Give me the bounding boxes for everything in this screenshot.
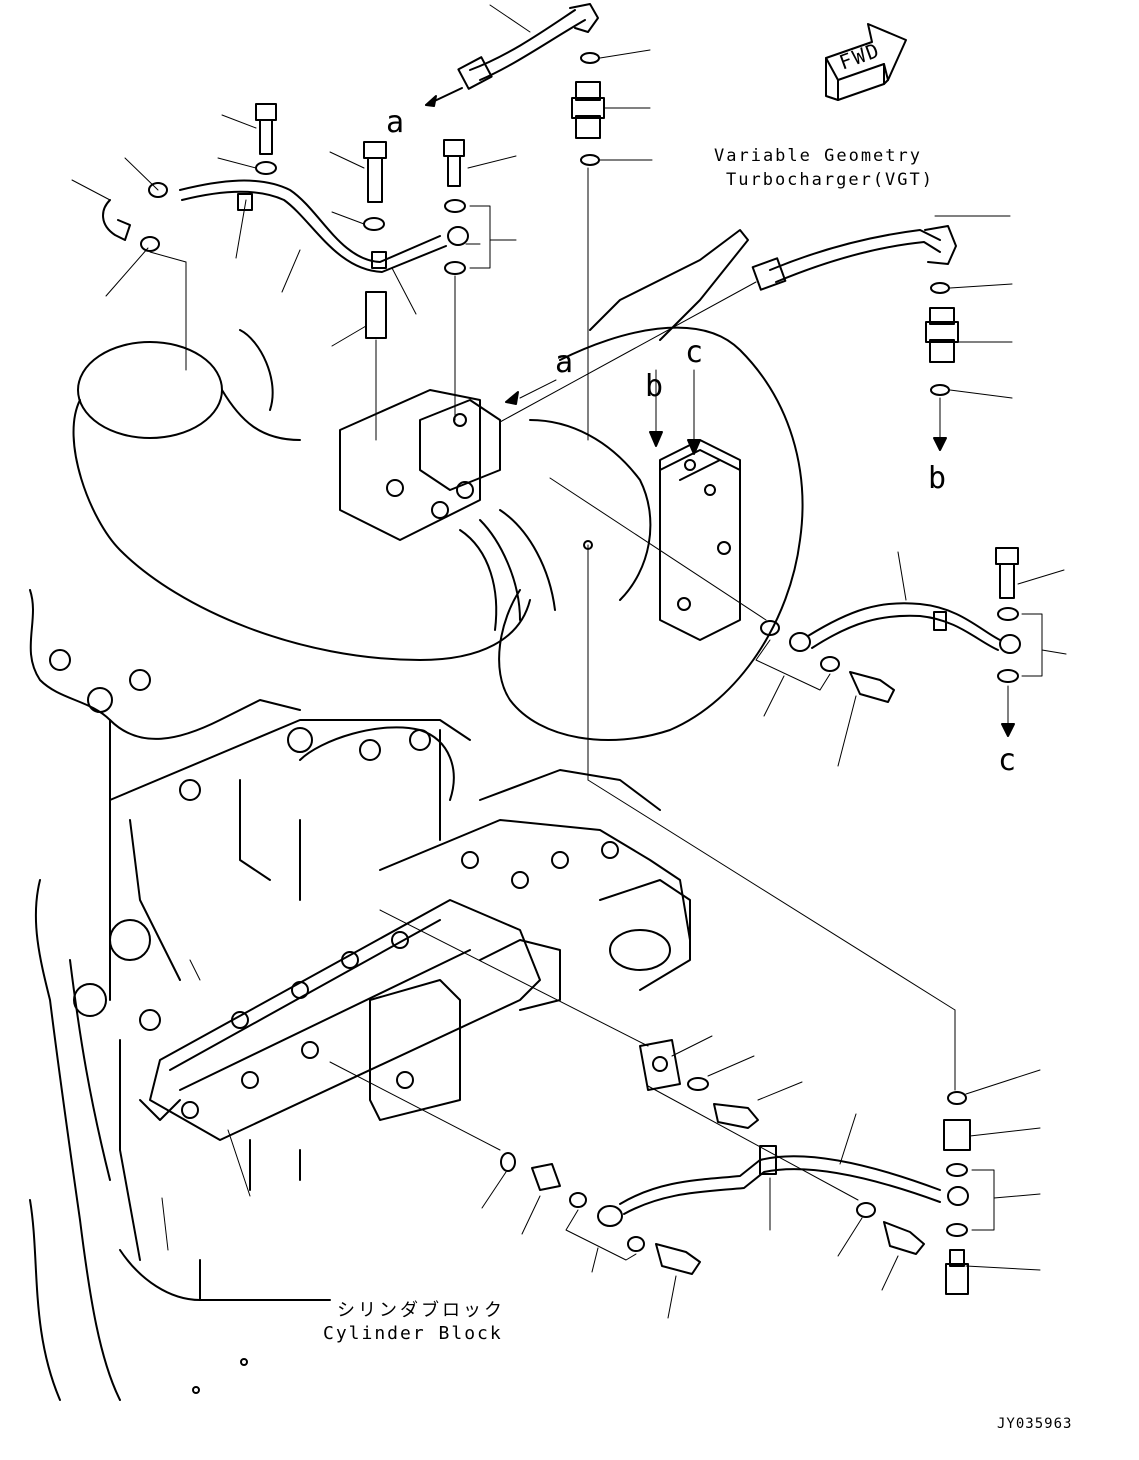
vgt-label-line2: Turbocharger(VGT) (726, 170, 934, 190)
top-connector-column (572, 50, 652, 440)
bottom-oil-pipe (482, 1114, 968, 1318)
bottom-right-connector-column (944, 1070, 1040, 1294)
connection-letter-a-mid: a (555, 345, 574, 380)
small-pipe-top-left (72, 158, 468, 440)
flange-gasket (640, 1036, 802, 1128)
connection-letter-c-turbo: c (685, 335, 704, 370)
connection-letter-a-top: a (386, 105, 405, 140)
vgt-label-line1: Variable Geometry (714, 146, 922, 166)
top-hose (426, 4, 598, 106)
cylinder-block-label-en: Cylinder Block (323, 1323, 503, 1344)
top-hose-leader (490, 5, 530, 32)
cylinder-head (30, 590, 690, 1400)
connection-letter-b-turbo: b (645, 369, 664, 404)
bolts-top-left (218, 104, 516, 420)
fwd-arrow-icon (826, 24, 906, 100)
right-side-pipe (550, 478, 1066, 766)
vgt-hose (500, 216, 1010, 422)
vgt-actuator (584, 370, 955, 1090)
cylinder-block-label-jp: シリンダブロック (337, 1300, 505, 1321)
leaders-lower (190, 910, 858, 1200)
connection-letter-c-right: c (998, 743, 1017, 778)
connection-letter-b-right: b (928, 461, 947, 496)
intake-pipe-and-turbo (74, 230, 803, 740)
vgt-connector-column (926, 283, 1012, 450)
figure-code: JY035963 (997, 1416, 1073, 1432)
